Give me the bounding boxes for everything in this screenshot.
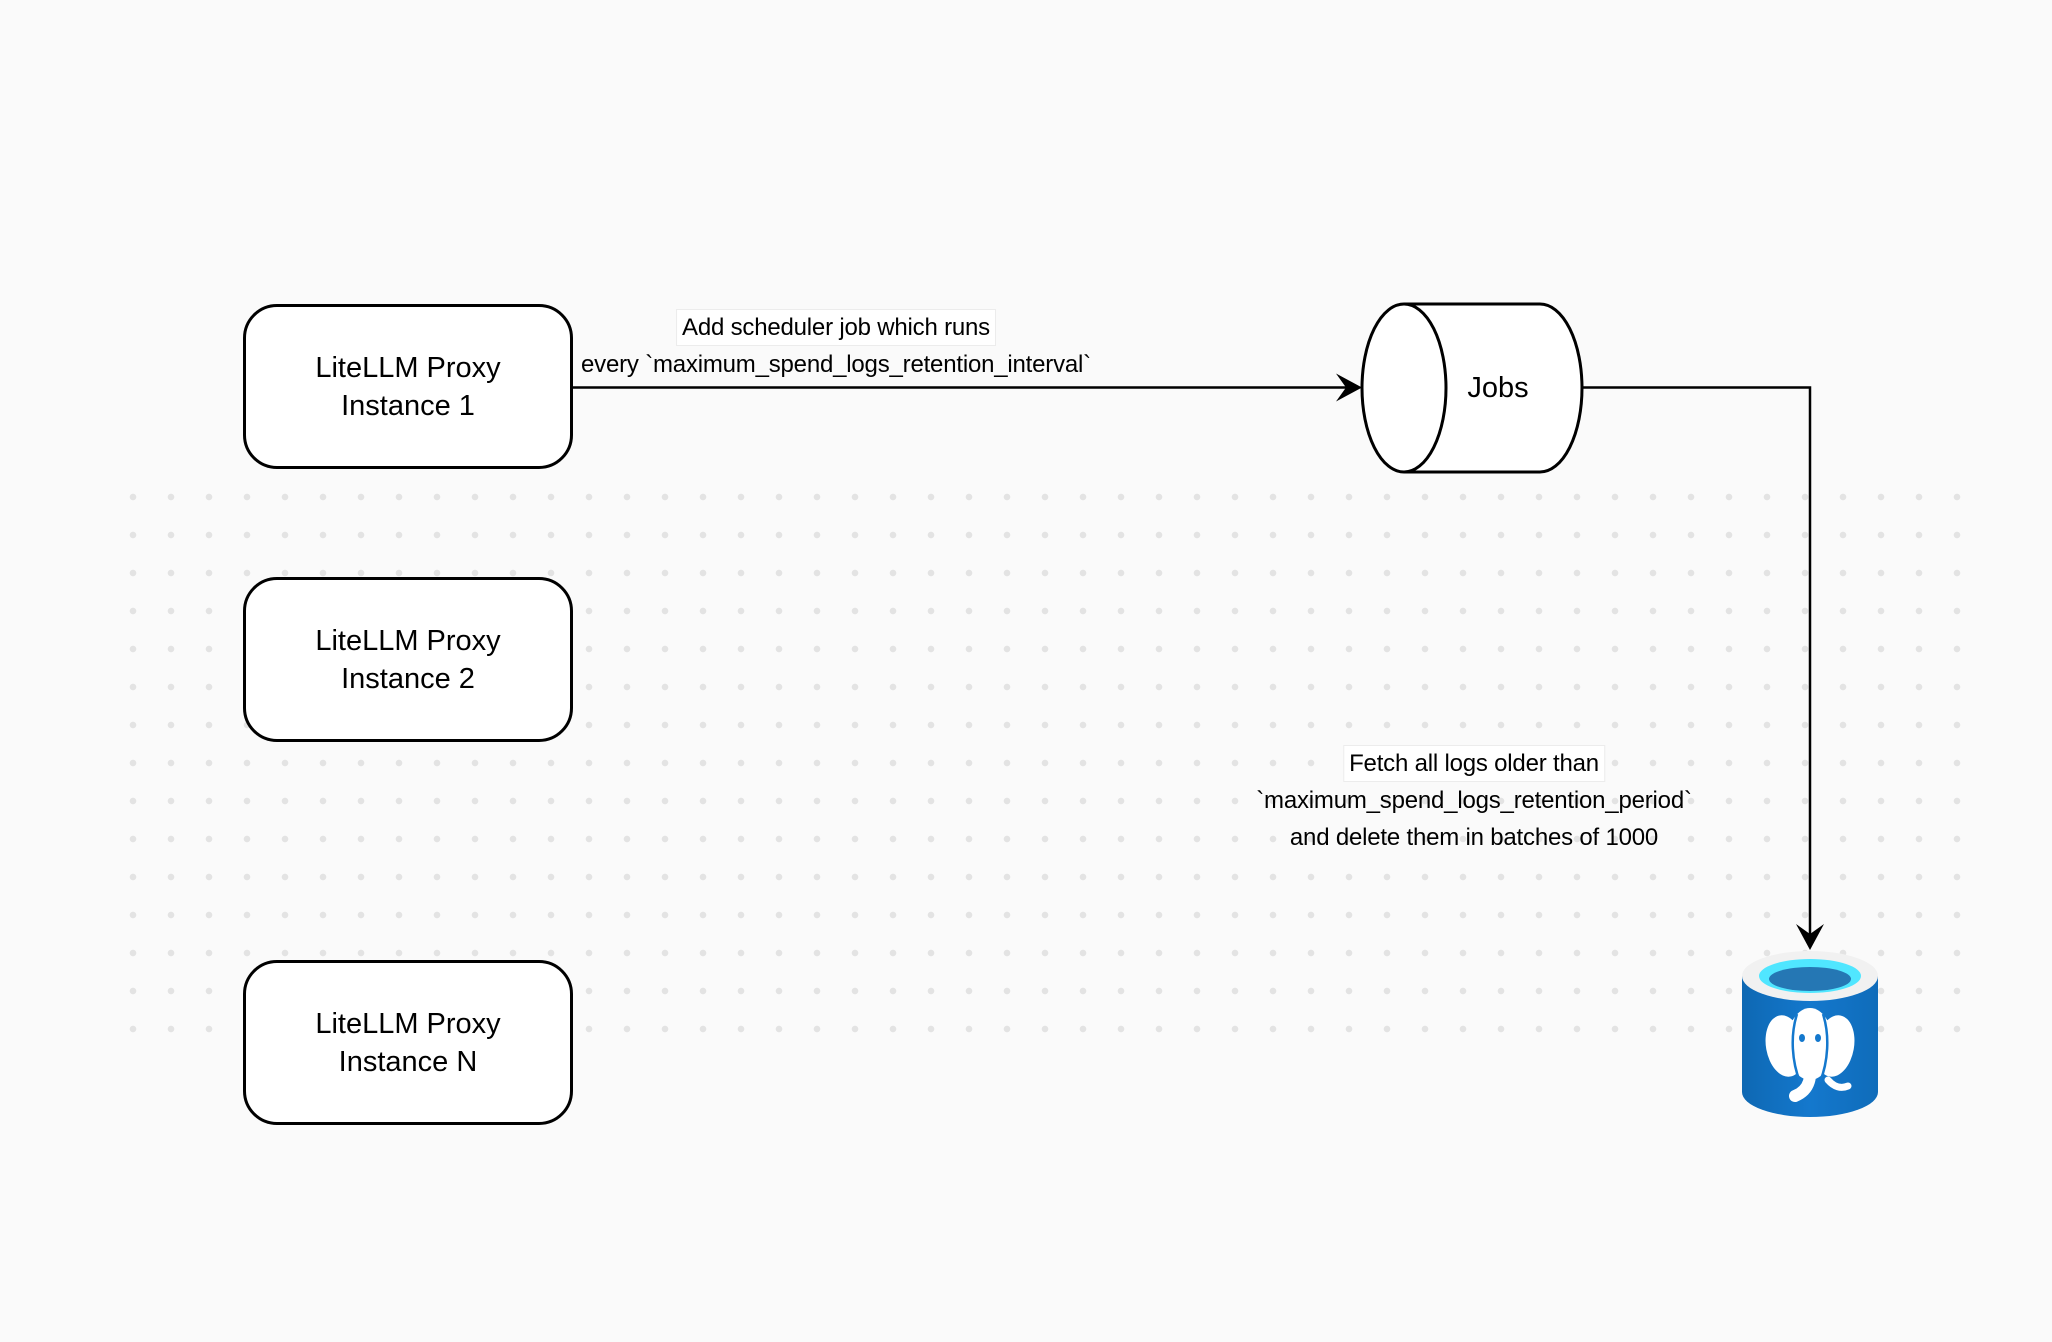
node-label-line: LiteLLM Proxy	[315, 351, 501, 384]
node-label: LiteLLM Proxy Instance 1	[315, 349, 500, 425]
node-jobs-queue-shape	[1360, 302, 1584, 474]
edge-label-line-boxed: Fetch all logs older than	[1344, 746, 1604, 781]
node-litellm-proxy-instance-2: LiteLLM Proxy Instance 2	[243, 577, 573, 742]
node-jobs-label: Jobs	[1467, 372, 1529, 404]
node-litellm-proxy-instance-n: LiteLLM Proxy Instance N	[243, 960, 573, 1125]
queue-body-shape	[1404, 302, 1584, 474]
edge-label-line: Fetch all logs older than	[1256, 745, 1692, 782]
node-label: LiteLLM Proxy Instance N	[315, 1005, 500, 1081]
edge-scheduler-arrowhead-icon	[1336, 373, 1362, 402]
node-label-line: Instance 1	[341, 389, 475, 422]
edge-label-line-boxed: Add scheduler job which runs	[677, 310, 995, 345]
edge-label-line: and delete them in batches of 1000	[1289, 824, 1659, 851]
edge-label-cleanup: Fetch all logs older than `maximum_spend…	[1256, 745, 1692, 856]
postgres-elephant-icon	[1765, 1008, 1855, 1102]
postgresql-database-icon	[1742, 951, 1878, 1117]
database-opening-inner	[1769, 967, 1851, 991]
node-label-line: LiteLLM Proxy	[315, 624, 501, 657]
node-label: LiteLLM Proxy Instance 2	[315, 622, 500, 698]
edge-label-scheduler: Add scheduler job which runs every `maxi…	[581, 309, 1091, 383]
node-label-line: Instance 2	[341, 662, 475, 695]
node-litellm-proxy-instance-1: LiteLLM Proxy Instance 1	[243, 304, 573, 469]
node-label-line: LiteLLM Proxy	[315, 1007, 501, 1040]
edge-label-line: every `maximum_spend_logs_retention_inte…	[581, 351, 1091, 378]
edge-label-line: Add scheduler job which runs	[581, 309, 1091, 346]
queue-end-ellipse	[1360, 302, 1448, 474]
node-label-line: Instance N	[338, 1045, 478, 1078]
edge-label-line: `maximum_spend_logs_retention_period`	[1256, 787, 1692, 814]
